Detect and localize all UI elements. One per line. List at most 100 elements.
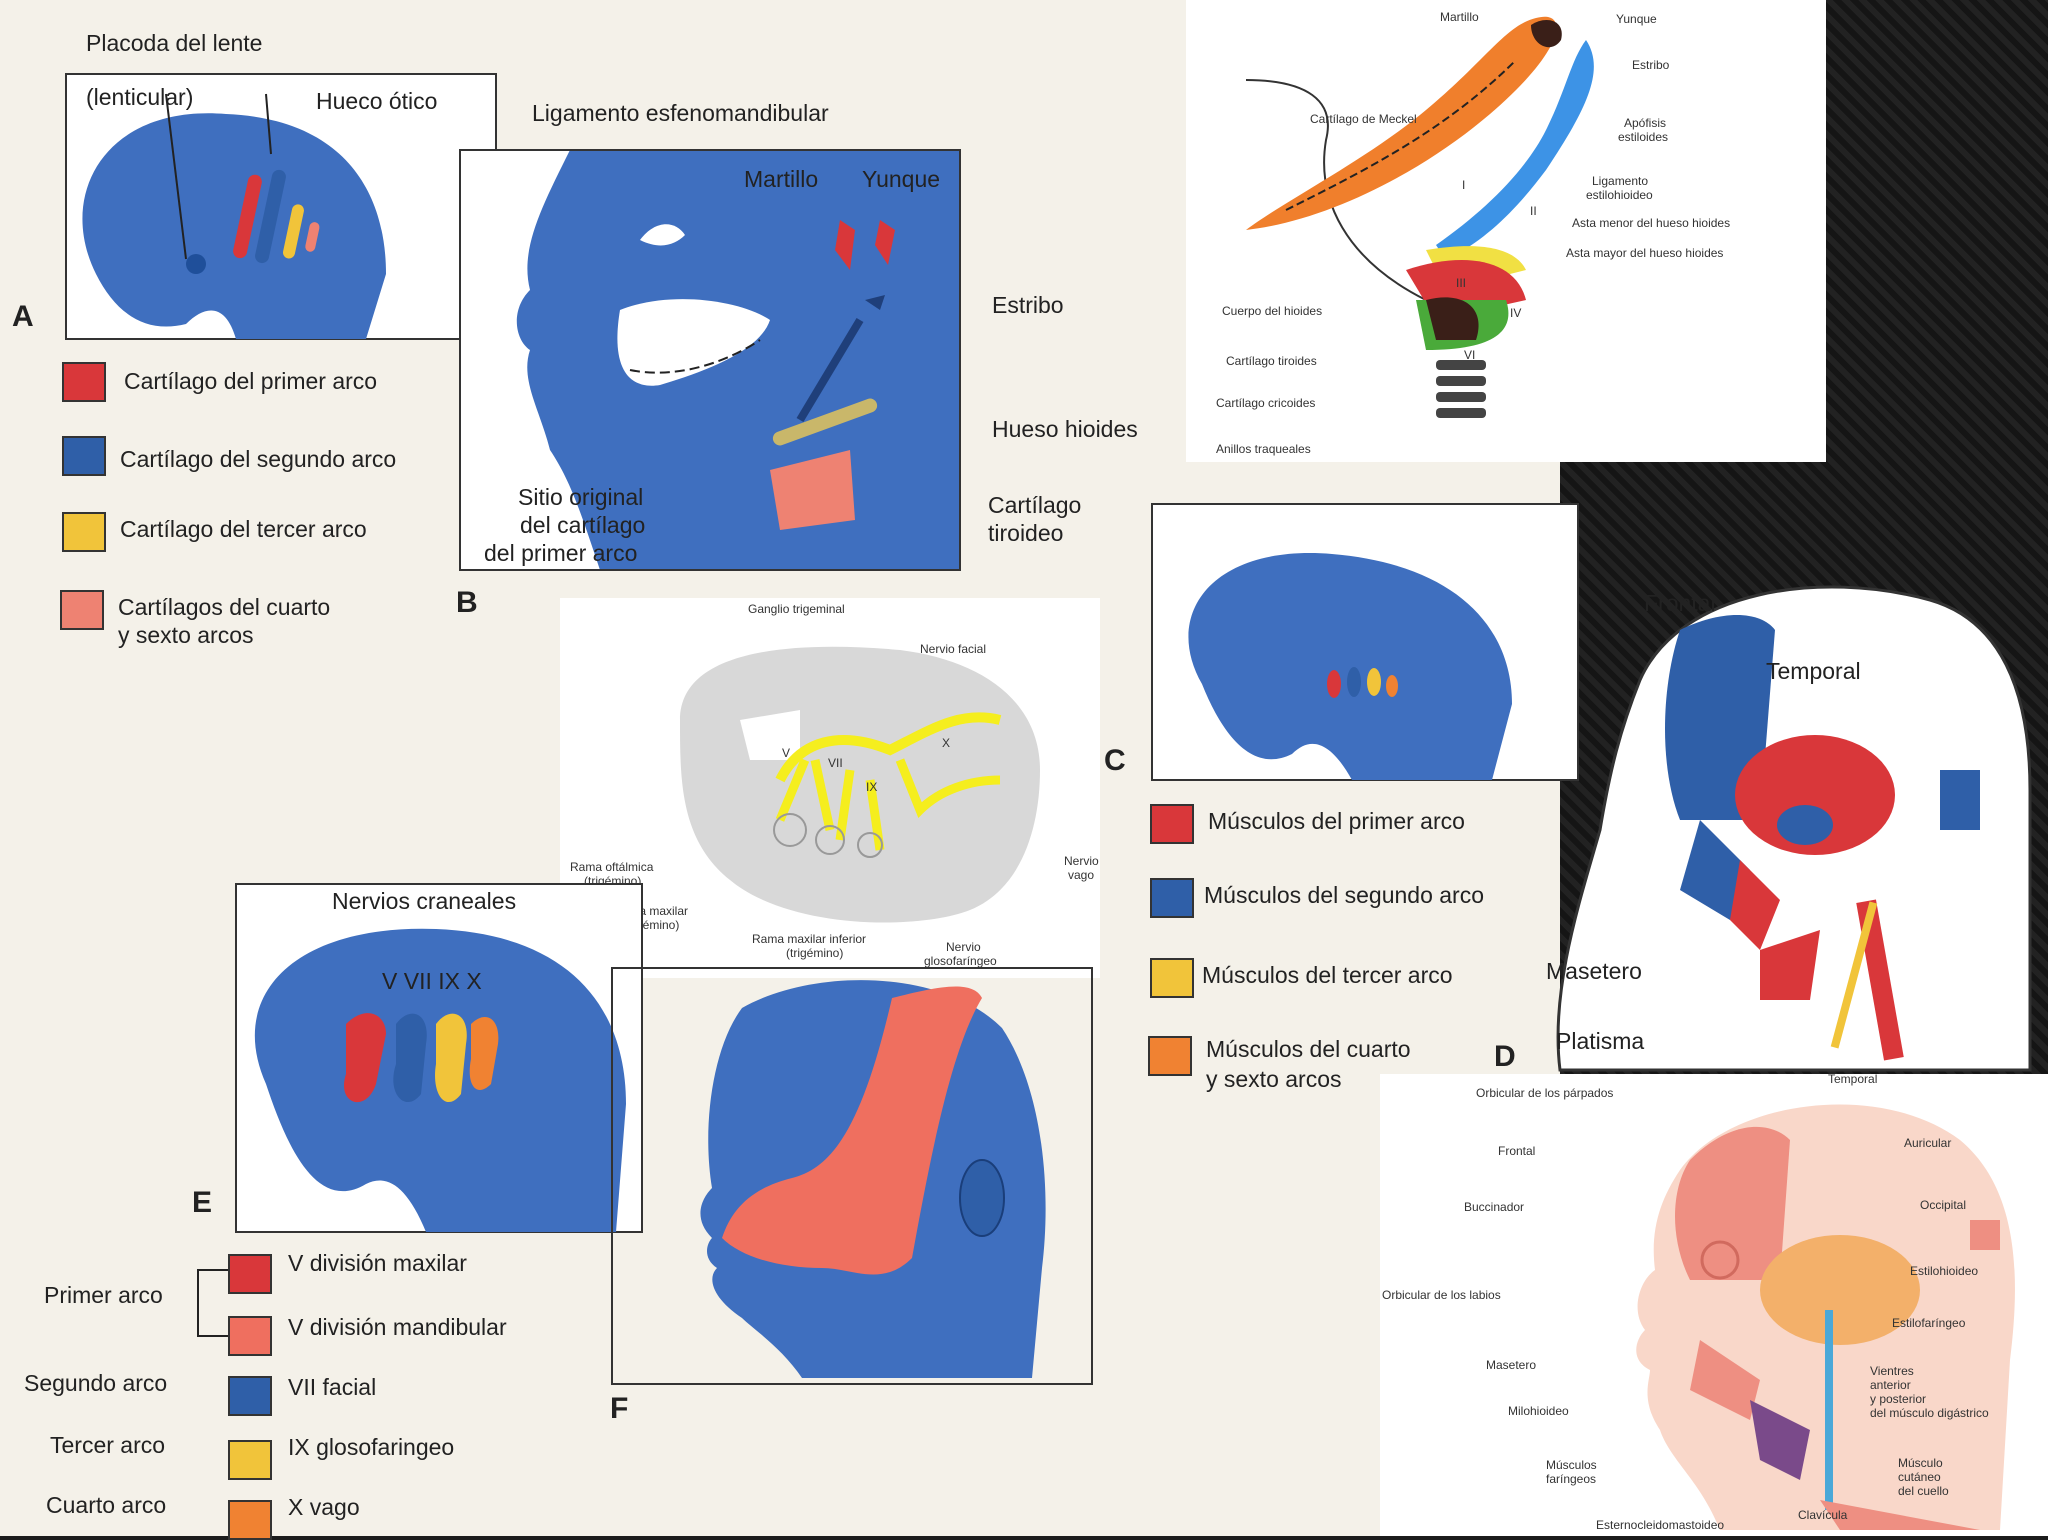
tr-estribo-label: Estribo [1632, 58, 1670, 72]
orig-label-2: del cartílago [520, 512, 646, 538]
frontal-label: Frontal [1644, 590, 1716, 616]
ganglion-label: Ganglio trigeminal [748, 602, 845, 616]
placode-label: Placoda del lente [86, 30, 263, 56]
legend3-item-mandibular: V división mandibular [288, 1314, 507, 1340]
mandibular-label-1: Rama maxilar inferior [752, 932, 867, 946]
temporal-label: Temporal [1766, 658, 1861, 684]
cartilage-derivatives-figure [1245, 16, 1594, 418]
br-cutaneo-3: del cuello [1898, 1484, 1949, 1498]
legend2-item-first: Músculos del primer arco [1208, 808, 1465, 834]
br-faringeos-2: faríngeos [1546, 1472, 1597, 1486]
panel-d-label: D [1494, 1040, 1516, 1073]
vagus-label-1: Nervio [1064, 854, 1099, 868]
tr-numeral-i: I [1462, 178, 1466, 192]
br-milohioideo: Milohioideo [1508, 1404, 1569, 1418]
stapes-label: Estribo [992, 292, 1064, 318]
br-faringeos-1: Músculos [1546, 1458, 1597, 1472]
tr-asta-menor-label: Asta menor del hueso hioides [1572, 216, 1731, 230]
primer-arco-bracket [197, 1269, 230, 1337]
legend2-item-fourth-2: y sexto arcos [1206, 1066, 1342, 1092]
br-vientres-3: y posterior [1870, 1392, 1927, 1406]
panel-c-label: C [1104, 744, 1126, 777]
primer-arco-label: Primer arco [44, 1282, 163, 1308]
head-b-figure [459, 149, 961, 571]
panel-b-label: B [456, 586, 478, 619]
br-masetero: Masetero [1486, 1358, 1537, 1372]
br-orbicular-parpados: Orbicular de los párpados [1476, 1086, 1614, 1100]
incus-label: Yunque [862, 166, 941, 192]
legend-item-fourth-arch: Cartílagos del cuarto [118, 594, 331, 620]
legend3-item-maxilar: V división maxilar [288, 1250, 467, 1276]
vagus-label-2: vago [1068, 868, 1095, 882]
tr-lig-label-2: estilohioideo [1586, 188, 1653, 202]
legend2-item-fourth: Músculos del cuarto [1206, 1036, 1411, 1062]
legend3-swatch-facial [228, 1376, 272, 1416]
panel-e-label: E [192, 1186, 213, 1219]
panel-f-label: F [610, 1392, 629, 1425]
tr-tiroides-label: Cartílago tiroides [1226, 354, 1317, 368]
br-frontal: Frontal [1498, 1144, 1536, 1158]
lenticular-label: (lenticular) [86, 84, 194, 110]
tr-cuerpo-label: Cuerpo del hioides [1222, 304, 1323, 318]
nerve-figure [680, 646, 1040, 923]
ophthalmic-label-1: Rama oftálmica [570, 860, 654, 874]
otic-label: Hueco ótico [316, 88, 438, 114]
hyoid-label: Hueso hioides [992, 416, 1138, 442]
tr-apofisis-label-2: estiloides [1618, 130, 1669, 144]
tr-lig-label-1: Ligamento [1592, 174, 1649, 188]
br-estilofaringeo: Estilofaríngeo [1892, 1316, 1966, 1330]
tercer-arco-label: Tercer arco [50, 1432, 166, 1458]
platysma-label: Platisma [1556, 1028, 1645, 1054]
tr-apofisis-label-1: Apófisis [1624, 116, 1667, 130]
head-d-figure [1556, 585, 2032, 1072]
br-cutaneo-2: cutáneo [1898, 1470, 1941, 1484]
head-f-figure [611, 967, 1093, 1385]
legend2-swatch-fourth [1148, 1036, 1192, 1076]
orig-label-1: Sitio original [518, 484, 644, 510]
nerve-numeral-vii: VII [828, 756, 843, 770]
br-vientres-1: Vientres [1870, 1364, 1914, 1378]
tr-yunque-label: Yunque [1616, 12, 1657, 26]
mandibular-label-2: (trigémino) [786, 946, 844, 960]
legend-item-third-arch: Cartílago del tercer arco [120, 516, 367, 542]
br-esterno: Esternocleidomastoideo [1596, 1518, 1725, 1532]
br-orbicular-labios: Orbicular de los labios [1382, 1288, 1501, 1302]
legend3-swatch-mandibular [228, 1316, 272, 1356]
glossopharyngeal-label-2: glosofaríngeo [924, 954, 997, 968]
br-auricular: Auricular [1904, 1136, 1952, 1150]
tr-numeral-ii: II [1530, 204, 1537, 218]
tr-numeral-iv: IV [1510, 306, 1522, 320]
facial-muscles-figure [1636, 1104, 2015, 1530]
thyroid-label-2: tiroideo [988, 520, 1064, 546]
cuarto-arco-label: Cuarto arco [46, 1492, 167, 1518]
embryo-c-figure [1151, 503, 1579, 781]
legend-swatch-second-arch [62, 436, 106, 476]
masseter-label: Masetero [1546, 958, 1642, 984]
tr-asta-mayor-label: Asta mayor del hueso hioides [1566, 246, 1724, 260]
tr-cricoides-label: Cartílago cricoides [1216, 396, 1316, 410]
malleus-label: Martillo [744, 166, 819, 192]
cranial-nerves-title: Nervios craneales [332, 888, 517, 914]
legend2-item-second: Músculos del segundo arco [1204, 882, 1484, 908]
legend3-item-facial: VII facial [288, 1374, 377, 1400]
br-vientres-4: del músculo digástrico [1870, 1406, 1989, 1420]
facial-nerve-label: Nervio facial [920, 642, 987, 656]
nerve-numeral-x: X [942, 736, 951, 750]
legend3-swatch-maxilar [228, 1254, 272, 1294]
br-temporal: Temporal [1828, 1072, 1878, 1086]
segundo-arco-label: Segundo arco [24, 1370, 168, 1396]
br-clavicula: Clavícula [1798, 1508, 1848, 1522]
thyroid-label-1: Cartílago [988, 492, 1082, 518]
br-occipital: Occipital [1920, 1198, 1967, 1212]
orig-label-3: del primer arco [484, 540, 638, 566]
legend3-item-glosofaringeo: IX glosofaringeo [288, 1434, 455, 1460]
nerve-numeral-ix: IX [866, 780, 878, 794]
br-estilohioideo: Estilohioideo [1910, 1264, 1979, 1278]
cranial-nerves-numerals: V VII IX X [382, 968, 482, 994]
tr-meckel-label: Cartílago de Meckel [1310, 112, 1417, 126]
tr-numeral-iii: III [1456, 276, 1467, 290]
tr-martillo-label: Martillo [1440, 10, 1479, 24]
br-cutaneo-1: Músculo [1898, 1456, 1943, 1470]
embryo-a-figure [65, 73, 497, 340]
legend-swatch-fourth-arch [60, 590, 104, 630]
